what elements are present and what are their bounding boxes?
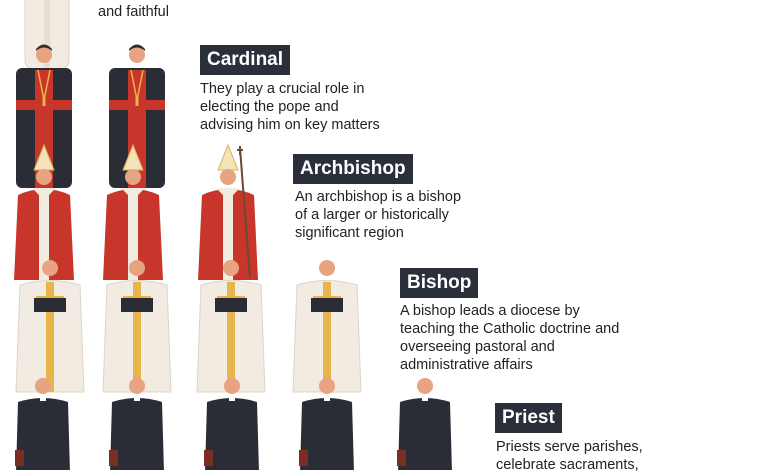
priest-figure [109,378,164,470]
rank-description-archbishop: An archbishop is a bishop of a larger or… [295,189,462,241]
rank-description-bishop: A bishop leads a diocese by teaching the… [400,303,620,373]
rank-description-priest: Priests serve parishes, celebrate sacram… [496,439,643,473]
priest-figure [299,378,354,470]
archbishop-figure [14,143,74,280]
archbishop-figure [103,143,163,280]
rank-label-priest: Priest [495,403,562,433]
rank-label-archbishop: Archbishop [293,154,413,184]
bishop-figure [102,260,172,393]
priest-figure [397,378,452,470]
bishop-figure [15,260,85,393]
priest-figure [15,378,70,470]
archbishop-figure [198,143,258,280]
bishop-figure [196,260,266,393]
cardinal-figure [109,44,165,188]
bishop-figure [292,260,362,393]
rank-label-bishop: Bishop [400,268,479,298]
pope-description-fragment: and faithful [98,4,169,20]
rank-description-cardinal: They play a crucial role in electing the… [200,81,380,133]
rank-label-cardinal: Cardinal [200,45,291,75]
priest-figure [204,378,259,470]
